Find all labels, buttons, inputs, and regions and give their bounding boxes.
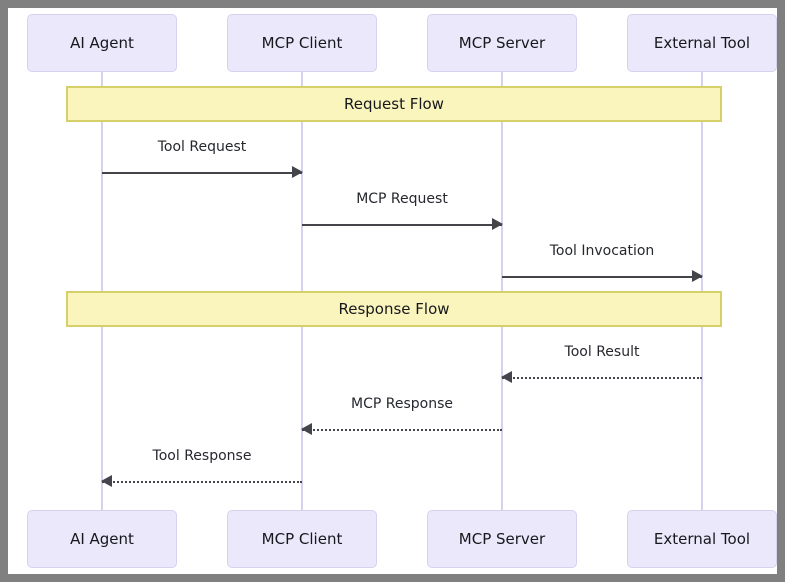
participant-label-mcp-server-bottom: MCP Server <box>458 529 546 548</box>
participant-label-ai-agent-top: AI Agent <box>70 33 134 52</box>
participant-bottom-mcp-client[interactable]: MCP Client <box>227 510 377 568</box>
message-line-mcp-request <box>302 224 502 226</box>
flow-banner-label-response-flow: Response Flow <box>338 299 450 318</box>
participant-label-external-tool-bottom: External Tool <box>653 529 751 548</box>
flow-banner-response-flow: Response Flow <box>66 291 722 327</box>
participant-label-ai-agent-bottom: AI Agent <box>70 529 134 548</box>
participant-label-mcp-client-bottom: MCP Client <box>261 529 343 548</box>
participant-top-mcp-server[interactable]: MCP Server <box>427 14 577 72</box>
message-line-mcp-response <box>302 429 502 431</box>
message-label-tool-response: Tool Response <box>152 448 252 464</box>
participant-top-mcp-client[interactable]: MCP Client <box>227 14 377 72</box>
sequence-diagram-canvas: AI Agent MCP Client MCP Server External … <box>8 8 777 574</box>
message-mcp-response: MCP Response <box>301 396 502 443</box>
message-line-tool-result <box>502 377 702 379</box>
message-label-tool-invocation: Tool Invocation <box>549 243 655 259</box>
arrowhead-right-icon-tool-invocation <box>692 270 703 282</box>
flow-banner-label-request-flow: Request Flow <box>344 94 444 113</box>
participant-bottom-ai-agent[interactable]: AI Agent <box>27 510 177 568</box>
participant-top-external-tool[interactable]: External Tool <box>627 14 777 72</box>
message-label-mcp-request: MCP Request <box>356 191 448 207</box>
arrowhead-right-icon-tool-request <box>292 166 303 178</box>
participant-top-ai-agent[interactable]: AI Agent <box>27 14 177 72</box>
arrowhead-right-icon-mcp-request <box>492 218 503 230</box>
arrowhead-left-icon-tool-response <box>101 475 112 487</box>
message-label-tool-request: Tool Request <box>157 139 247 155</box>
message-line-tool-invocation <box>502 276 702 278</box>
participant-label-external-tool-top: External Tool <box>653 33 751 52</box>
message-tool-invocation: Tool Invocation <box>502 243 703 290</box>
flow-banner-request-flow: Request Flow <box>66 86 722 122</box>
message-mcp-request: MCP Request <box>302 191 503 238</box>
arrowhead-left-icon-mcp-response <box>301 423 312 435</box>
message-label-tool-result: Tool Result <box>564 344 640 360</box>
participant-bottom-external-tool[interactable]: External Tool <box>627 510 777 568</box>
message-tool-response: Tool Response <box>101 448 302 495</box>
message-line-tool-request <box>102 172 302 174</box>
participant-label-mcp-client-top: MCP Client <box>261 33 343 52</box>
arrowhead-left-icon-tool-result <box>501 371 512 383</box>
message-label-mcp-response: MCP Response <box>351 396 453 412</box>
message-line-tool-response <box>102 481 302 483</box>
participant-bottom-mcp-server[interactable]: MCP Server <box>427 510 577 568</box>
message-tool-request: Tool Request <box>102 139 303 186</box>
message-tool-result: Tool Result <box>501 344 702 391</box>
participant-label-mcp-server-top: MCP Server <box>458 33 546 52</box>
